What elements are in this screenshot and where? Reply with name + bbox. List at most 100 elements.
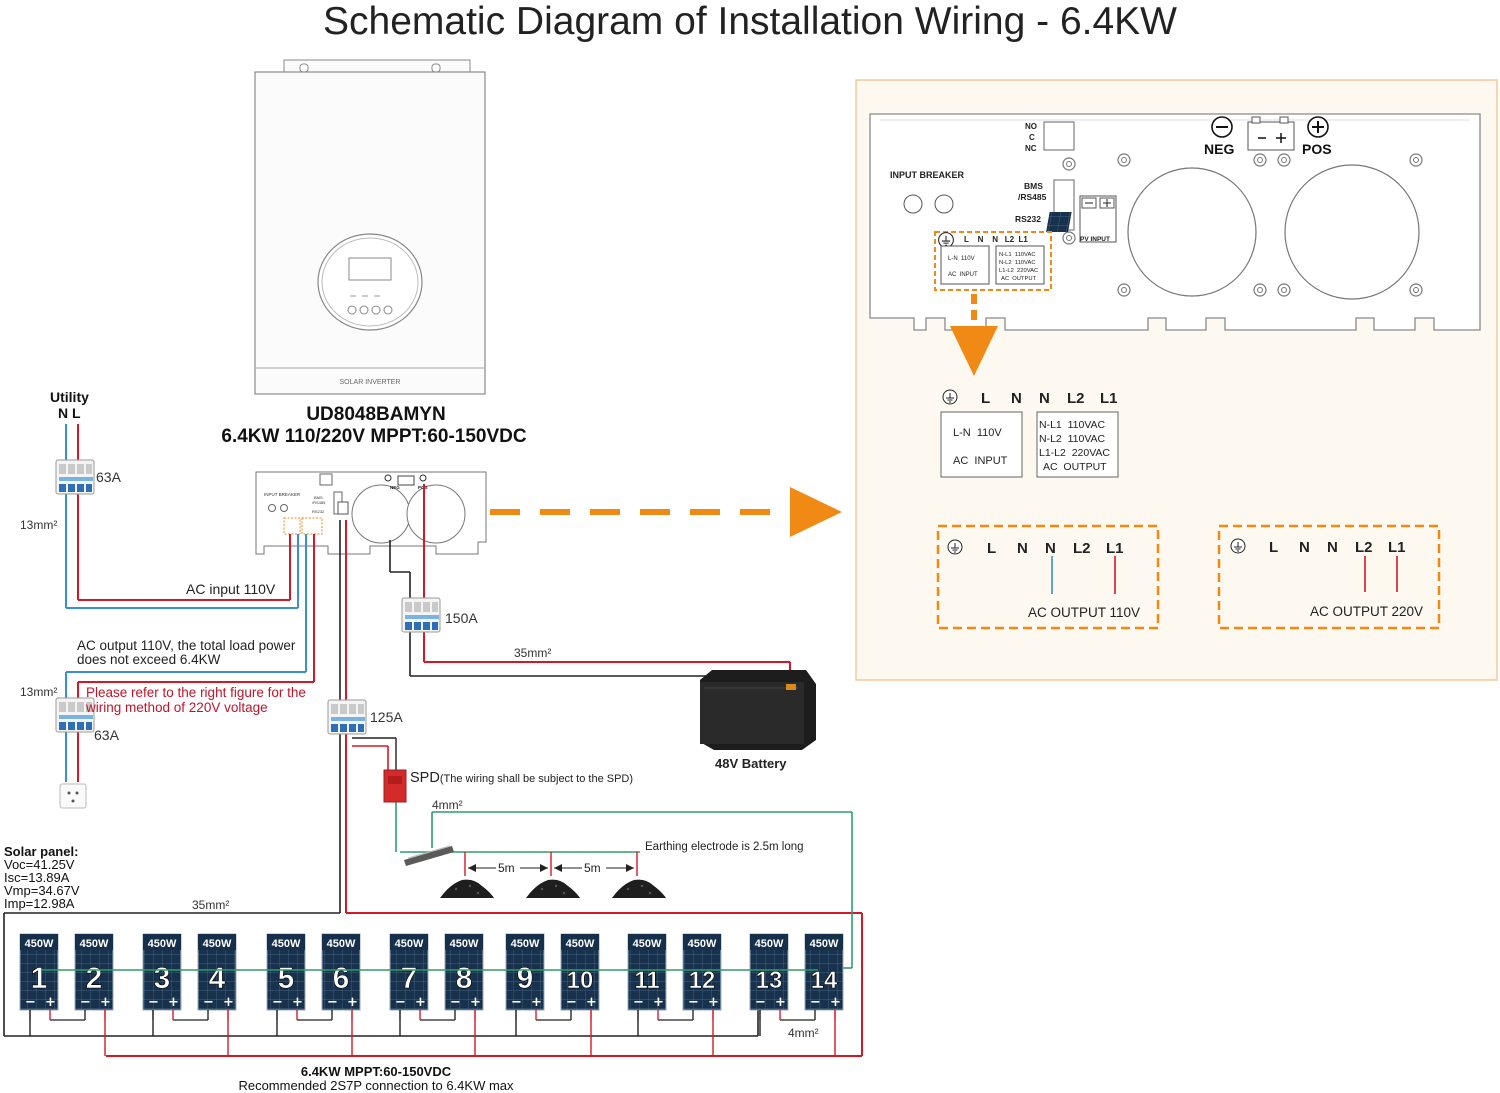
detail-ac-out-small-4: AC OUTPUT bbox=[1001, 276, 1037, 282]
mini-rs232-label: RS232 bbox=[312, 509, 325, 514]
out110-label: AC OUTPUT 110V bbox=[1028, 605, 1140, 620]
detail-pos-label: POS bbox=[1302, 141, 1332, 157]
panel-minus-label: − bbox=[450, 995, 461, 1010]
panel-watt-label: 450W bbox=[755, 938, 784, 950]
detail-inverter-panel: NO C NC INPUT BREAKER BMS /RS485 RS232 P… bbox=[869, 113, 1481, 331]
spd-device bbox=[383, 769, 407, 803]
inverter-model: UD8048BAMYN bbox=[306, 404, 445, 425]
panel-plus-label: + bbox=[586, 995, 597, 1010]
earth-electrode-pile bbox=[612, 879, 666, 898]
battery-breaker bbox=[401, 597, 441, 633]
out220-l: L bbox=[1269, 539, 1278, 556]
ac-output-220v-box: L N N L2 L1 AC OUTPUT 220V bbox=[1217, 524, 1441, 630]
detail-ac-out-small-1: N-L1 110VAC bbox=[999, 252, 1036, 258]
panel-plus-label: + bbox=[531, 995, 542, 1010]
detail-ac-in-small-2: AC INPUT bbox=[948, 272, 978, 278]
panel-watt-label: 450W bbox=[203, 938, 232, 950]
out110-n2: N bbox=[1045, 540, 1056, 557]
series-jumper bbox=[399, 1010, 476, 1056]
panel-number: 4 bbox=[209, 962, 226, 995]
detail-input-breaker-label: INPUT BREAKER bbox=[890, 170, 965, 180]
mini-pos-label: POS bbox=[418, 485, 428, 490]
mini-neg-label: NEG bbox=[390, 485, 400, 490]
panel-watt-label: 450W bbox=[633, 938, 662, 950]
pv-breaker bbox=[327, 699, 367, 735]
detail-c-label: C bbox=[1029, 133, 1035, 142]
panel-minus-label: − bbox=[272, 995, 283, 1010]
pv-cable-size: 35mm² bbox=[192, 898, 229, 912]
enlarged-ac-out-2: N-L2 110VAC bbox=[1039, 433, 1106, 445]
out220-label: AC OUTPUT 220V bbox=[1310, 604, 1423, 619]
fan-screw bbox=[1277, 153, 1291, 167]
panel-watt-label: 450W bbox=[511, 938, 540, 950]
fan-screw bbox=[1117, 283, 1131, 297]
ac-output-note-line2: does not exceed 6.4KW bbox=[77, 652, 221, 667]
enlarged-l2: L2 bbox=[1067, 390, 1085, 407]
refer-note-line1: Please refer to the right figure for the bbox=[86, 685, 306, 700]
panel-plus-label: + bbox=[347, 995, 358, 1010]
output-breaker-rating: 63A bbox=[94, 727, 120, 743]
solar-spec-vmp: Vmp=34.67V bbox=[4, 883, 80, 898]
ground-cable-size: 4mm² bbox=[432, 798, 463, 812]
panel-number: 2 bbox=[86, 962, 103, 995]
out220-ground-icon bbox=[1230, 538, 1246, 554]
pv-breaker-rating: 125A bbox=[370, 709, 403, 725]
detail-ac-out-small-3: L1-L2 220VAC bbox=[999, 268, 1038, 274]
fan-screw bbox=[1409, 283, 1423, 297]
refer-note-line2: wiring method of 220V voltage bbox=[85, 700, 268, 715]
inverter-brand-label: SOLAR INVERTER bbox=[340, 379, 401, 386]
solar-panel: 450W 9−+ bbox=[505, 933, 545, 1020]
panel-number: 9 bbox=[517, 962, 534, 995]
solar-spec-heading: Solar panel: bbox=[4, 844, 78, 859]
input-breaker bbox=[55, 459, 95, 495]
utility-nl-label: N L bbox=[58, 405, 81, 421]
fan-screw bbox=[1253, 283, 1267, 297]
ac-input-note: AC input 110V bbox=[186, 581, 276, 597]
panel-watt-label: 450W bbox=[566, 938, 595, 950]
panel-number: 1 bbox=[31, 962, 48, 995]
earth-distance-markers bbox=[468, 861, 634, 875]
enlarged-ac-out-3: L1-L2 220VAC bbox=[1039, 447, 1110, 459]
inverter-spec: 6.4KW 110/220V MPPT:60-150VDC bbox=[221, 426, 526, 447]
pv-wiring bbox=[3, 520, 863, 1057]
fan-screw bbox=[1253, 153, 1267, 167]
ac-output-note-line1: AC output 110V, the total load power bbox=[77, 638, 296, 653]
callout-arrow bbox=[490, 487, 842, 537]
detail-neg-label: NEG bbox=[1204, 141, 1234, 157]
ac-output-110v-box: L N N L2 L1 AC OUTPUT 110V bbox=[936, 524, 1160, 630]
panel-minus-label: − bbox=[327, 995, 338, 1010]
detail-bms-label: BMS bbox=[1024, 181, 1043, 191]
battery-breaker-rating: 150A bbox=[445, 610, 478, 626]
diagram-title: Schematic Diagram of Installation Wiring… bbox=[323, 0, 1177, 43]
panel-watt-label: 450W bbox=[25, 938, 54, 950]
detail-terminal-row: L N N L2 L1 bbox=[964, 235, 1028, 244]
detail-no-label: NO bbox=[1025, 122, 1037, 131]
series-jumper bbox=[29, 1010, 106, 1056]
enlarged-ac-in-1: L-N 110V bbox=[953, 427, 1002, 439]
solar-spec-isc: Isc=13.89A bbox=[4, 870, 70, 885]
battery-48v bbox=[700, 670, 816, 750]
out110-l1: L1 bbox=[1106, 540, 1124, 557]
series-jumper bbox=[637, 1010, 714, 1056]
spd-label: SPD(The wiring shall be subject to the S… bbox=[410, 770, 633, 786]
detail-pv-input-label: PV INPUT bbox=[1080, 236, 1110, 243]
panel-jumper-size: 4mm² bbox=[788, 1026, 819, 1040]
enlarged-terminal-block: L N N L2 L1 L-N 110V AC INPUT N-L1 110VA… bbox=[940, 389, 1119, 478]
panel-number: 8 bbox=[456, 962, 473, 995]
panel-plus-label: + bbox=[100, 995, 111, 1010]
panel-plus-label: + bbox=[223, 995, 234, 1010]
fan-screw bbox=[1409, 153, 1423, 167]
panel-minus-label: − bbox=[511, 995, 522, 1010]
panel-plus-label: + bbox=[830, 995, 841, 1010]
wall-socket bbox=[59, 783, 87, 809]
panel-plus-label: + bbox=[653, 995, 664, 1010]
panel-minus-label: − bbox=[80, 995, 91, 1010]
panel-watt-label: 450W bbox=[148, 938, 177, 950]
